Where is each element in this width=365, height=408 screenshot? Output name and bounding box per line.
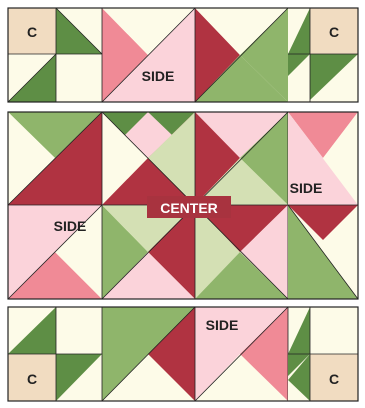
top-strip: C SIDE C bbox=[8, 8, 358, 102]
side-block-top: SIDE bbox=[102, 8, 288, 102]
side-block-bottom: SIDE bbox=[102, 307, 288, 401]
corner-label: C bbox=[329, 24, 339, 40]
center-block: CENTER bbox=[102, 112, 288, 299]
middle-strip: SIDE bbox=[8, 112, 358, 299]
corner-label: C bbox=[27, 24, 37, 40]
corner-label: C bbox=[27, 371, 37, 387]
side-label: SIDE bbox=[290, 180, 323, 196]
side-block-left: SIDE bbox=[8, 112, 102, 299]
bottom-strip: C SIDE C bbox=[8, 307, 358, 401]
side-label: SIDE bbox=[54, 218, 87, 234]
side-label: SIDE bbox=[142, 68, 175, 84]
side-label: SIDE bbox=[206, 317, 239, 333]
center-label: CENTER bbox=[160, 200, 218, 216]
corner-label: C bbox=[329, 371, 339, 387]
side-block-right: SIDE bbox=[288, 112, 358, 299]
